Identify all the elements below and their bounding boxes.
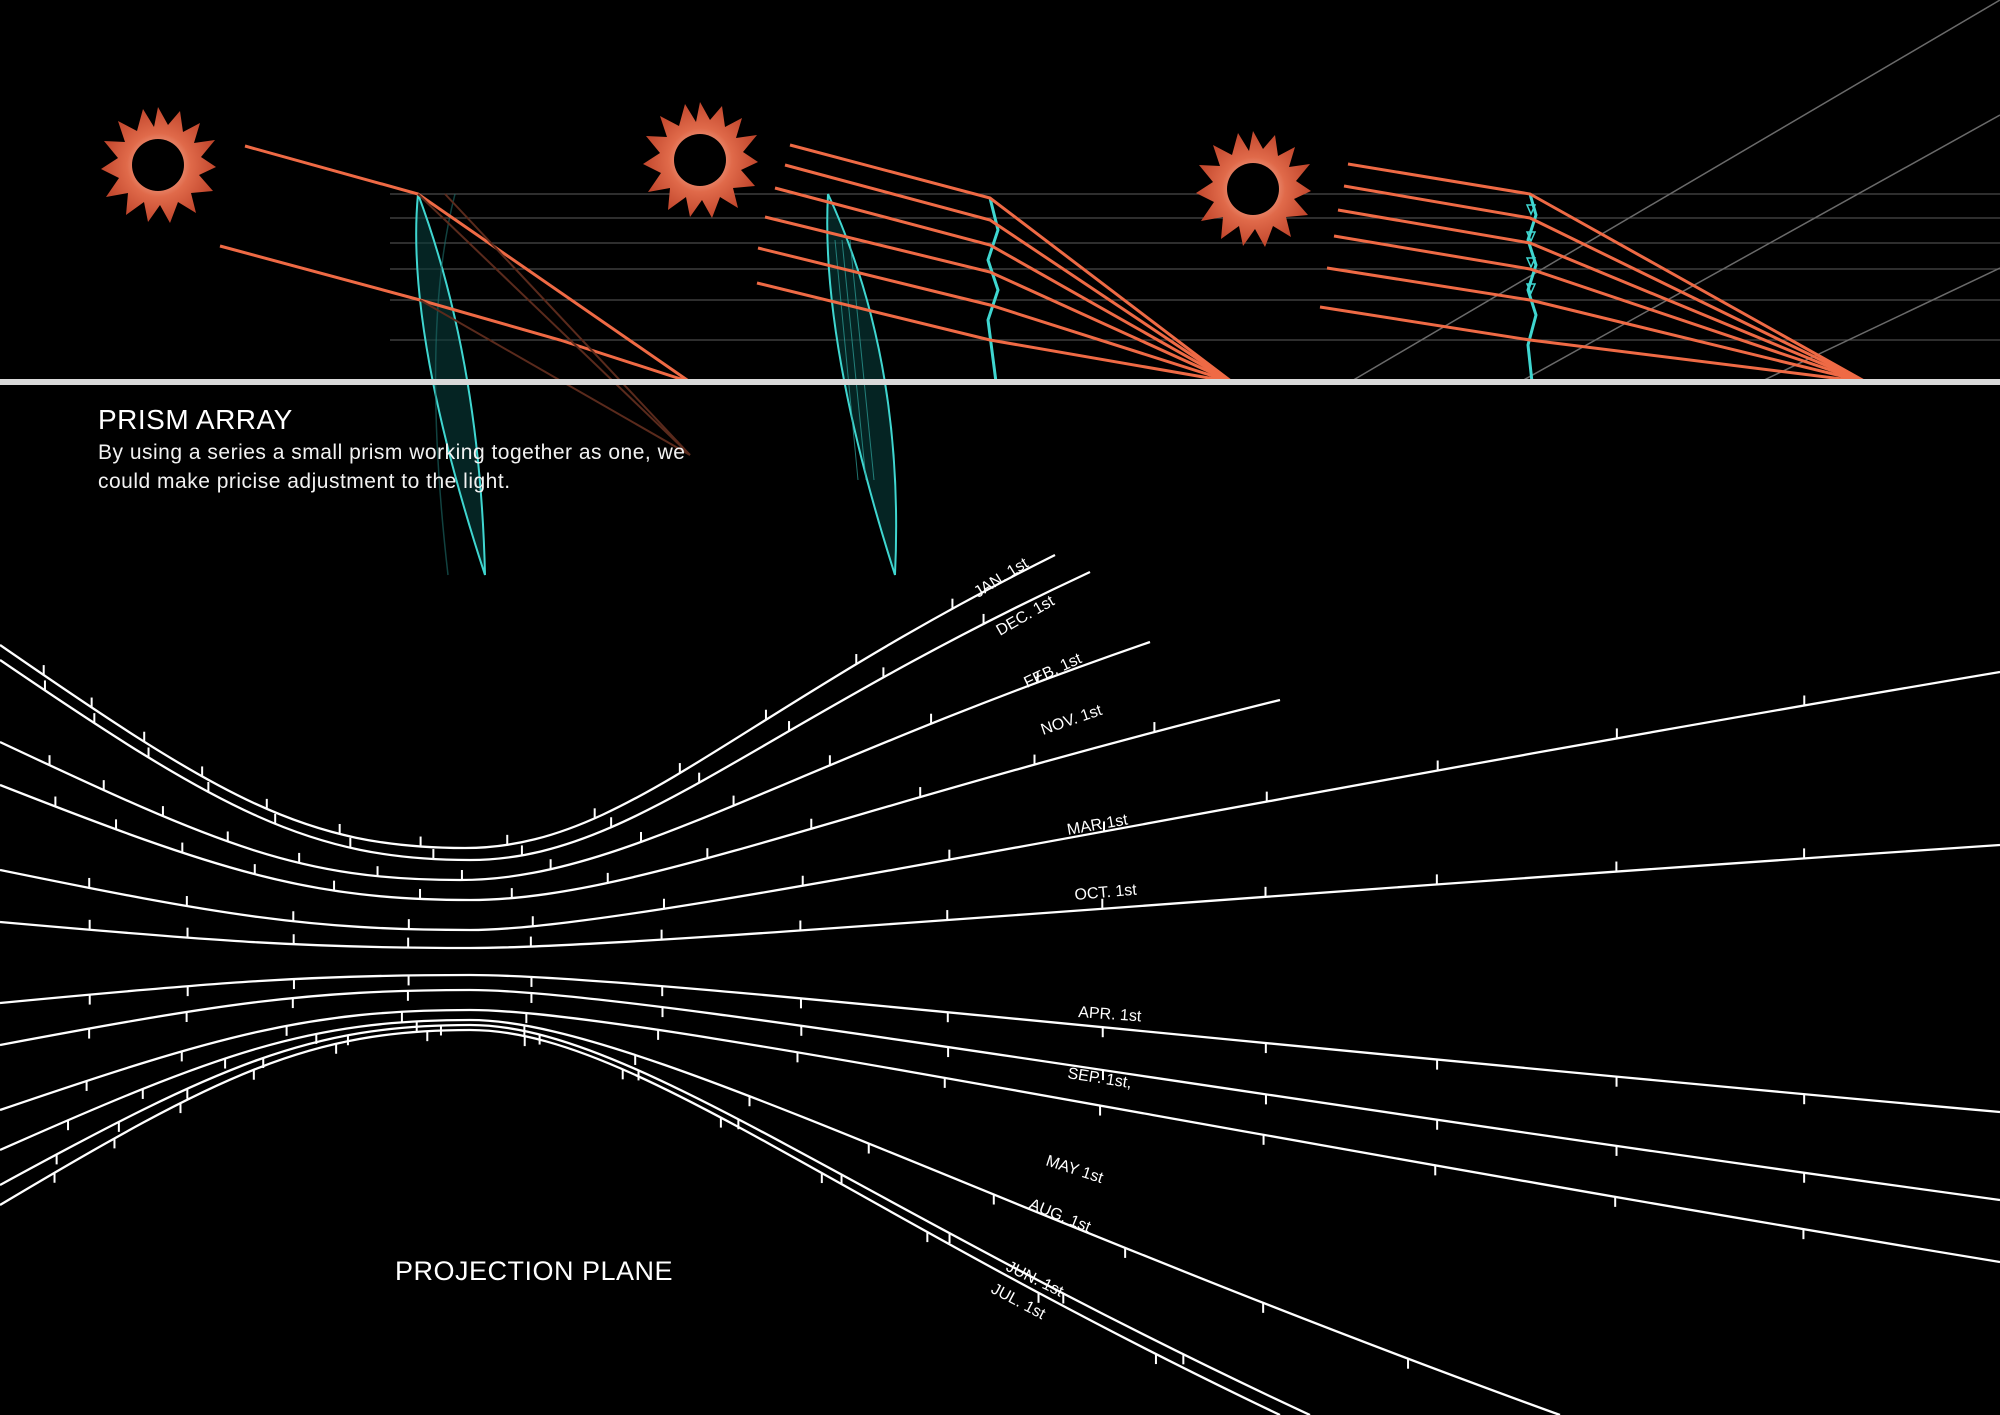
month-label: OCT. 1st	[1074, 882, 1138, 904]
projection-curve	[0, 1023, 1311, 1415]
sun-icon	[643, 102, 758, 218]
projection-curve	[0, 570, 1091, 862]
month-label: MAY 1st	[1044, 1153, 1106, 1188]
sun-icon	[101, 107, 216, 223]
projection-plane-title: PROJECTION PLANE	[395, 1256, 674, 1286]
projection-curve	[0, 1008, 2000, 1264]
guide-lines	[390, 193, 2000, 341]
projection-curve	[0, 1028, 1281, 1415]
prism-array-description: By using a series a small prism working …	[98, 441, 686, 493]
month-label: DEC. 1st	[994, 592, 1058, 639]
projection-curves	[0, 553, 2000, 1415]
curve-ticks	[42, 598, 1806, 1369]
projection-curve	[0, 640, 1151, 882]
month-label: FEB. 1st	[1022, 650, 1085, 692]
single-lens-diagram	[219, 144, 691, 576]
prism-array-diagram	[1319, 162, 1867, 384]
projection-curve	[0, 843, 2000, 950]
month-label: AUG. 1st	[1027, 1196, 1094, 1236]
lens-prism-diagram	[756, 143, 1233, 576]
month-label: JAN. 1st	[971, 555, 1032, 602]
projection-curve	[0, 988, 2000, 1202]
projection-curve	[0, 1018, 1561, 1415]
projection-curve	[0, 670, 2000, 932]
projection-curve	[0, 553, 1056, 850]
month-label: NOV. 1st	[1039, 702, 1105, 739]
projection-curve	[0, 698, 1281, 902]
month-label: SEP. 1st,	[1066, 1065, 1133, 1092]
prism-array-title: PRISM ARRAY	[98, 404, 293, 435]
month-label: APR. 1st	[1078, 1004, 1143, 1025]
projection-curve	[0, 973, 2000, 1114]
sun-icon	[1196, 131, 1311, 247]
month-label: MAR 1st	[1066, 811, 1130, 838]
diagonal-guides	[1349, 0, 2000, 383]
